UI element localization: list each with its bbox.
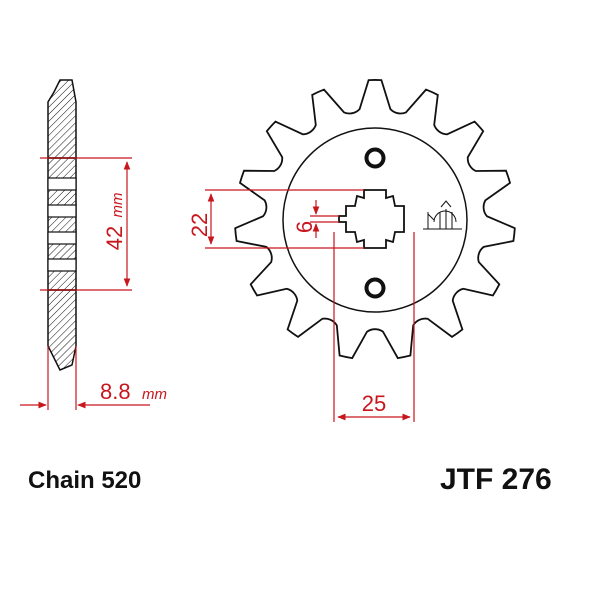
bolt-hole-top (364, 147, 386, 169)
dim-22-value: 22 (187, 213, 212, 237)
dim-8-8-value: 8.8 (100, 379, 131, 404)
side-lower-tooth (47, 289, 77, 371)
part-number: JTF 276 (440, 463, 552, 496)
side-spline-slot (47, 258, 77, 272)
side-spline-slot (47, 231, 77, 245)
bolt-hole-bottom (364, 277, 386, 299)
hub-circle (282, 127, 468, 313)
side-upper-tooth (47, 79, 77, 159)
front-view: 22 6 25 (187, 79, 516, 422)
side-section-view: 42 mm 8.8 mm (20, 79, 167, 410)
dim-42-value: 42 (102, 226, 127, 250)
torque-symbol-icon (423, 200, 462, 230)
dim-8-8-unit: mm (142, 386, 167, 403)
chain-label: Chain 520 (28, 467, 142, 494)
dim-25-value: 25 (362, 391, 386, 416)
side-spline-slot (47, 177, 77, 191)
dim-6-value: 6 (292, 221, 317, 233)
splined-bore (338, 189, 405, 249)
dim-42-unit: mm (109, 193, 126, 218)
side-spline-slot (47, 204, 77, 218)
